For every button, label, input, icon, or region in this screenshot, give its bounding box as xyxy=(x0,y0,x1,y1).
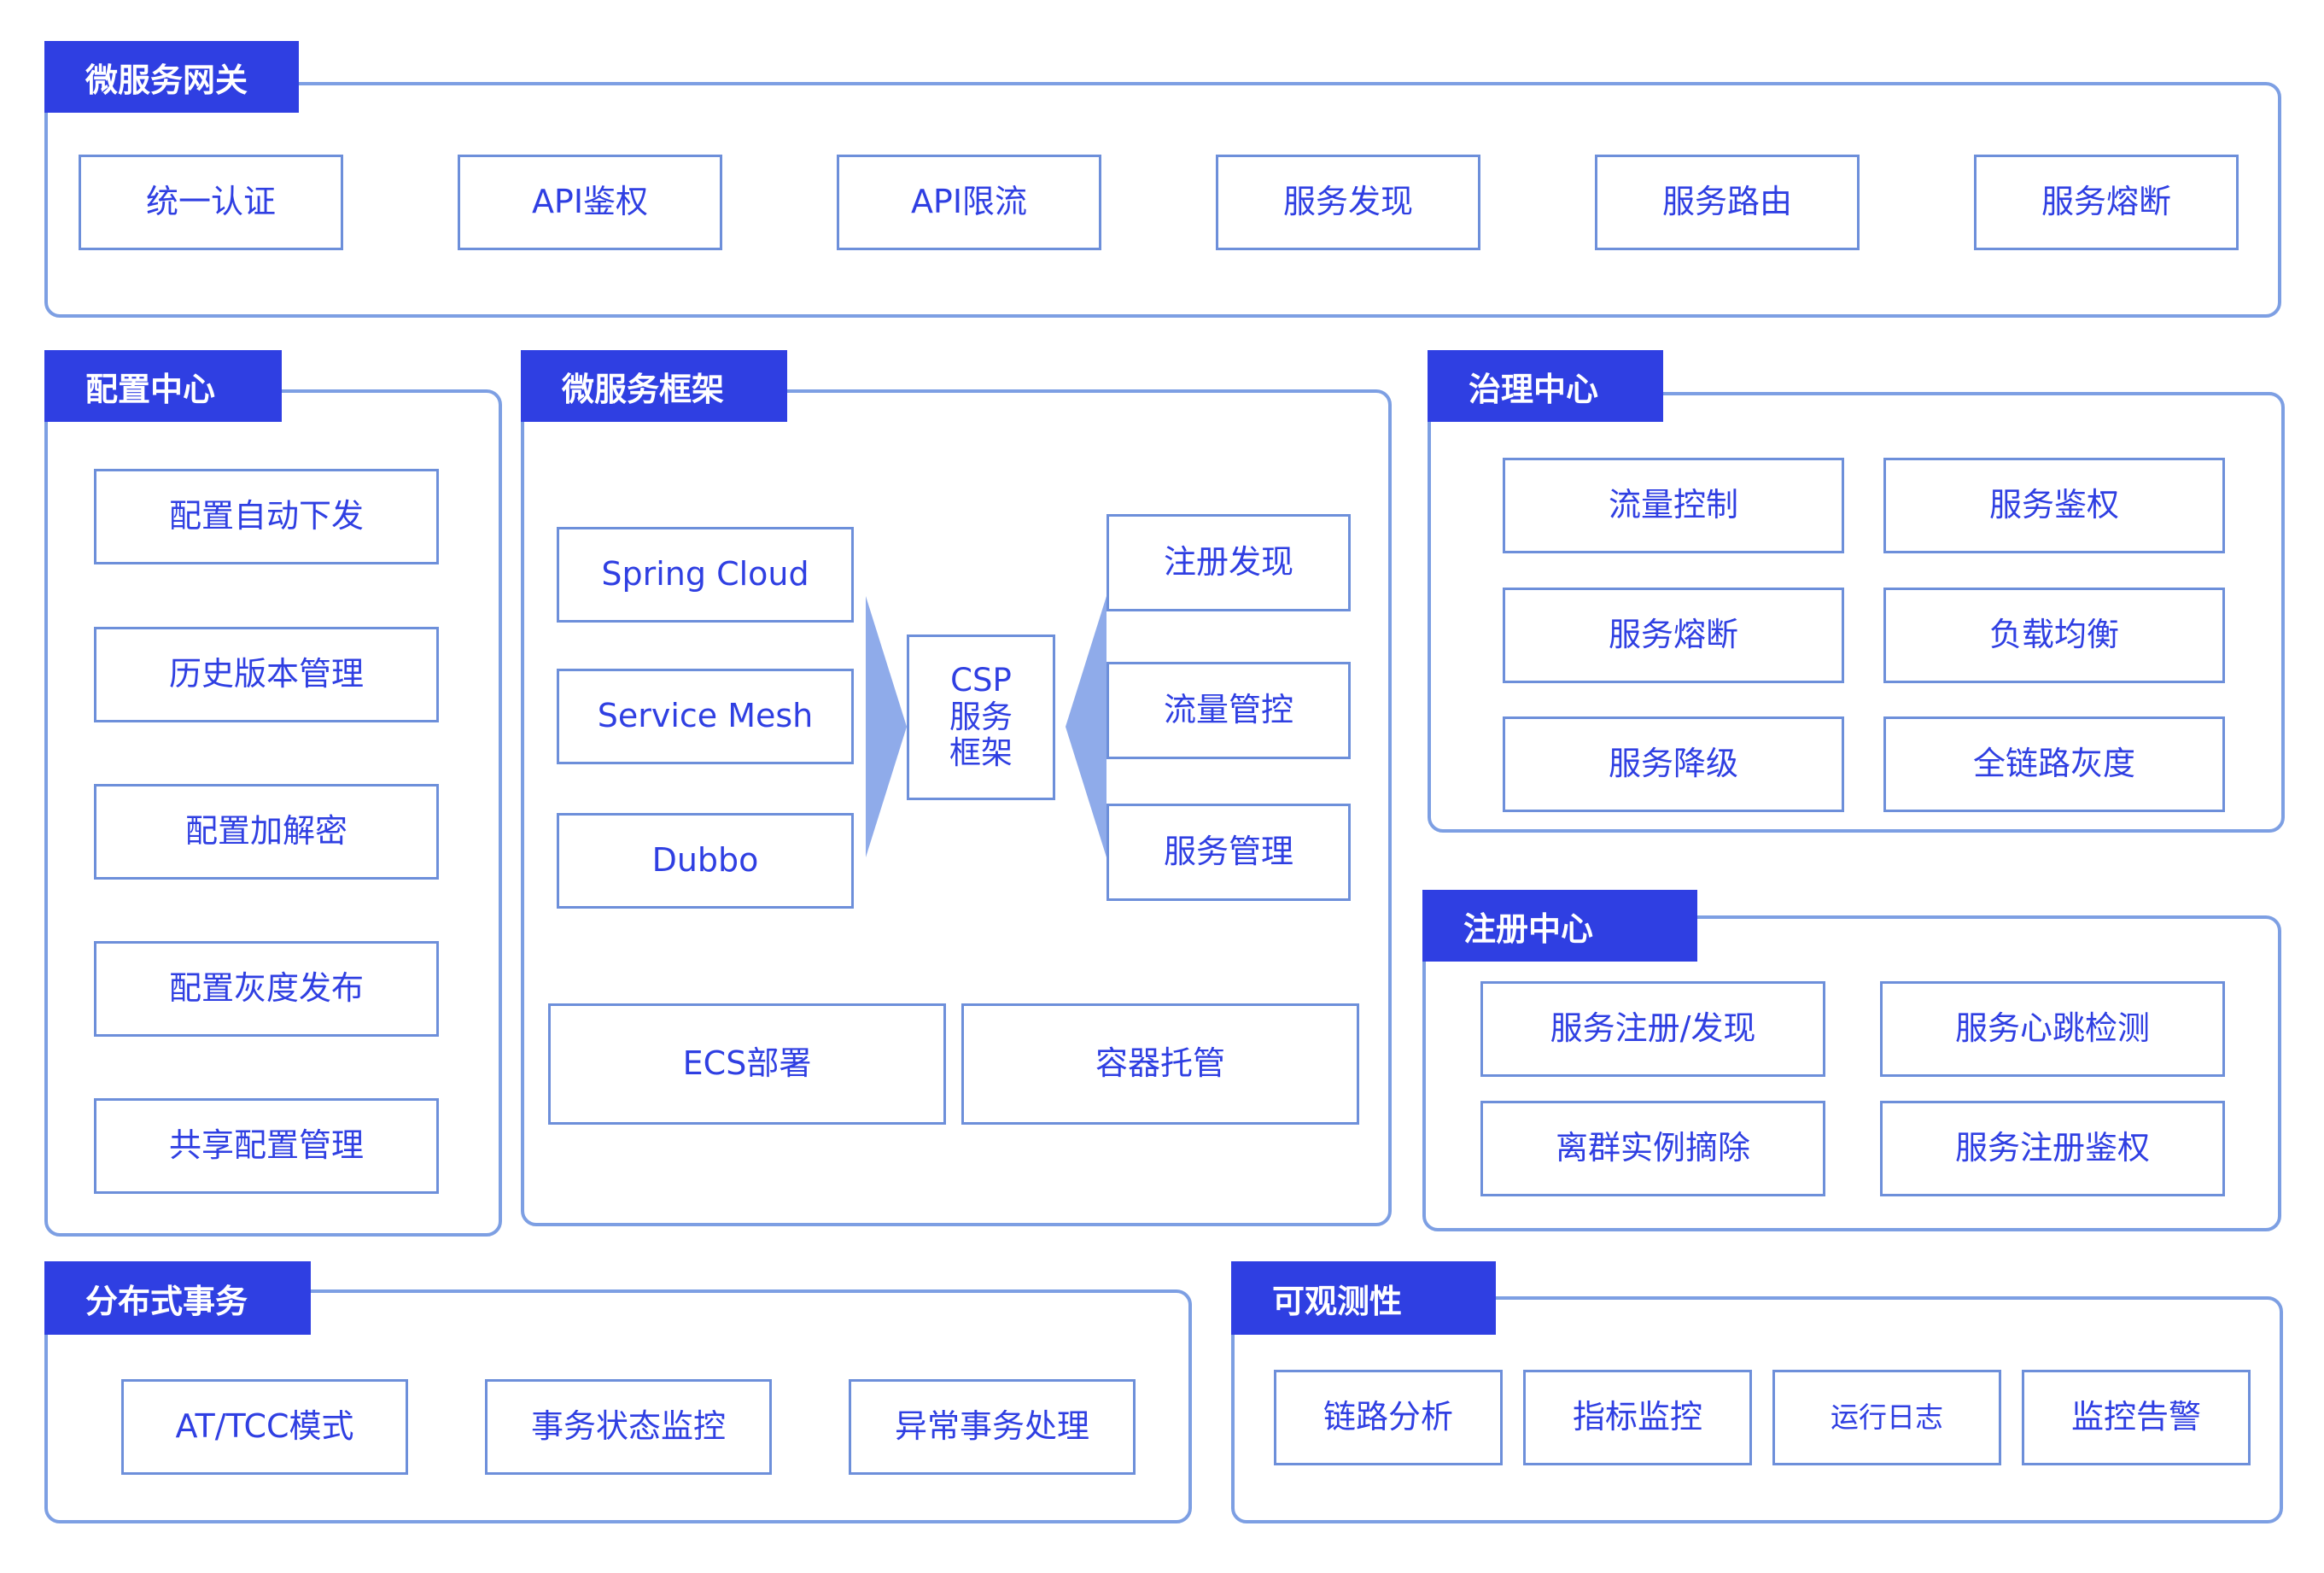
config-center-title: 配置中心 xyxy=(44,350,282,422)
governance-item-full-link-gray: 全链路灰度 xyxy=(1883,716,2225,812)
governance-center-title: 治理中心 xyxy=(1428,350,1663,422)
left-arrow-icon xyxy=(866,596,907,857)
registry-item-register-discover: 服务注册/发现 xyxy=(1480,981,1825,1077)
right-arrow-icon xyxy=(1066,596,1107,857)
framework-item-spring-cloud: Spring Cloud xyxy=(557,527,854,623)
obs-item-alerts: 监控告警 xyxy=(2022,1370,2251,1465)
gateway-panel xyxy=(44,82,2281,318)
config-item-shared: 共享配置管理 xyxy=(94,1098,439,1194)
hub-line-3: 框架 xyxy=(949,734,1013,772)
observability-title: 可观测性 xyxy=(1231,1261,1496,1335)
registry-center-title: 注册中心 xyxy=(1422,890,1697,962)
tx-item-at-tcc-mode: AT/TCC模式 xyxy=(121,1379,408,1475)
framework-item-service-management: 服务管理 xyxy=(1107,804,1351,901)
framework-item-ecs-deploy: ECS部署 xyxy=(548,1003,946,1125)
config-item-auto-push: 配置自动下发 xyxy=(94,469,439,564)
framework-item-container-hosting: 容器托管 xyxy=(961,1003,1359,1125)
gateway-item-api-ratelimit: API限流 xyxy=(837,155,1101,250)
csp-framework-hub: CSP 服务 框架 xyxy=(907,634,1055,800)
config-item-version-history: 历史版本管理 xyxy=(94,627,439,722)
registry-item-heartbeat: 服务心跳检测 xyxy=(1880,981,2225,1077)
gateway-item-circuit-breaker: 服务熔断 xyxy=(1974,155,2239,250)
gateway-item-routing: 服务路由 xyxy=(1595,155,1860,250)
tx-item-status-monitor: 事务状态监控 xyxy=(485,1379,772,1475)
config-item-encryption: 配置加解密 xyxy=(94,784,439,880)
framework-item-dubbo: Dubbo xyxy=(557,813,854,909)
gateway-item-api-authz: API鉴权 xyxy=(458,155,722,250)
framework-item-registry-discovery: 注册发现 xyxy=(1107,514,1351,611)
obs-item-trace-analysis: 链路分析 xyxy=(1274,1370,1503,1465)
hub-line-1: CSP xyxy=(950,662,1012,699)
governance-item-degradation: 服务降级 xyxy=(1503,716,1844,812)
tx-item-exception-handling: 异常事务处理 xyxy=(849,1379,1136,1475)
governance-item-circuit-breaker: 服务熔断 xyxy=(1503,588,1844,683)
framework-title: 微服务框架 xyxy=(521,350,787,422)
gateway-item-auth: 统一认证 xyxy=(79,155,343,250)
distributed-tx-title: 分布式事务 xyxy=(44,1261,311,1335)
governance-item-flow-control: 流量控制 xyxy=(1503,458,1844,553)
config-item-gray-release: 配置灰度发布 xyxy=(94,941,439,1037)
obs-item-metrics-monitor: 指标监控 xyxy=(1523,1370,1752,1465)
gateway-title: 微服务网关 xyxy=(44,41,299,113)
obs-item-runtime-logs: 运行日志 xyxy=(1772,1370,2001,1465)
governance-item-service-authz: 服务鉴权 xyxy=(1883,458,2225,553)
registry-item-registration-authz: 服务注册鉴权 xyxy=(1880,1101,2225,1196)
governance-item-load-balancing: 负载均衡 xyxy=(1883,588,2225,683)
framework-item-traffic-control: 流量管控 xyxy=(1107,662,1351,759)
registry-item-outlier-removal: 离群实例摘除 xyxy=(1480,1101,1825,1196)
hub-line-2: 服务 xyxy=(949,698,1013,735)
gateway-item-discovery: 服务发现 xyxy=(1216,155,1480,250)
framework-item-service-mesh: Service Mesh xyxy=(557,669,854,764)
